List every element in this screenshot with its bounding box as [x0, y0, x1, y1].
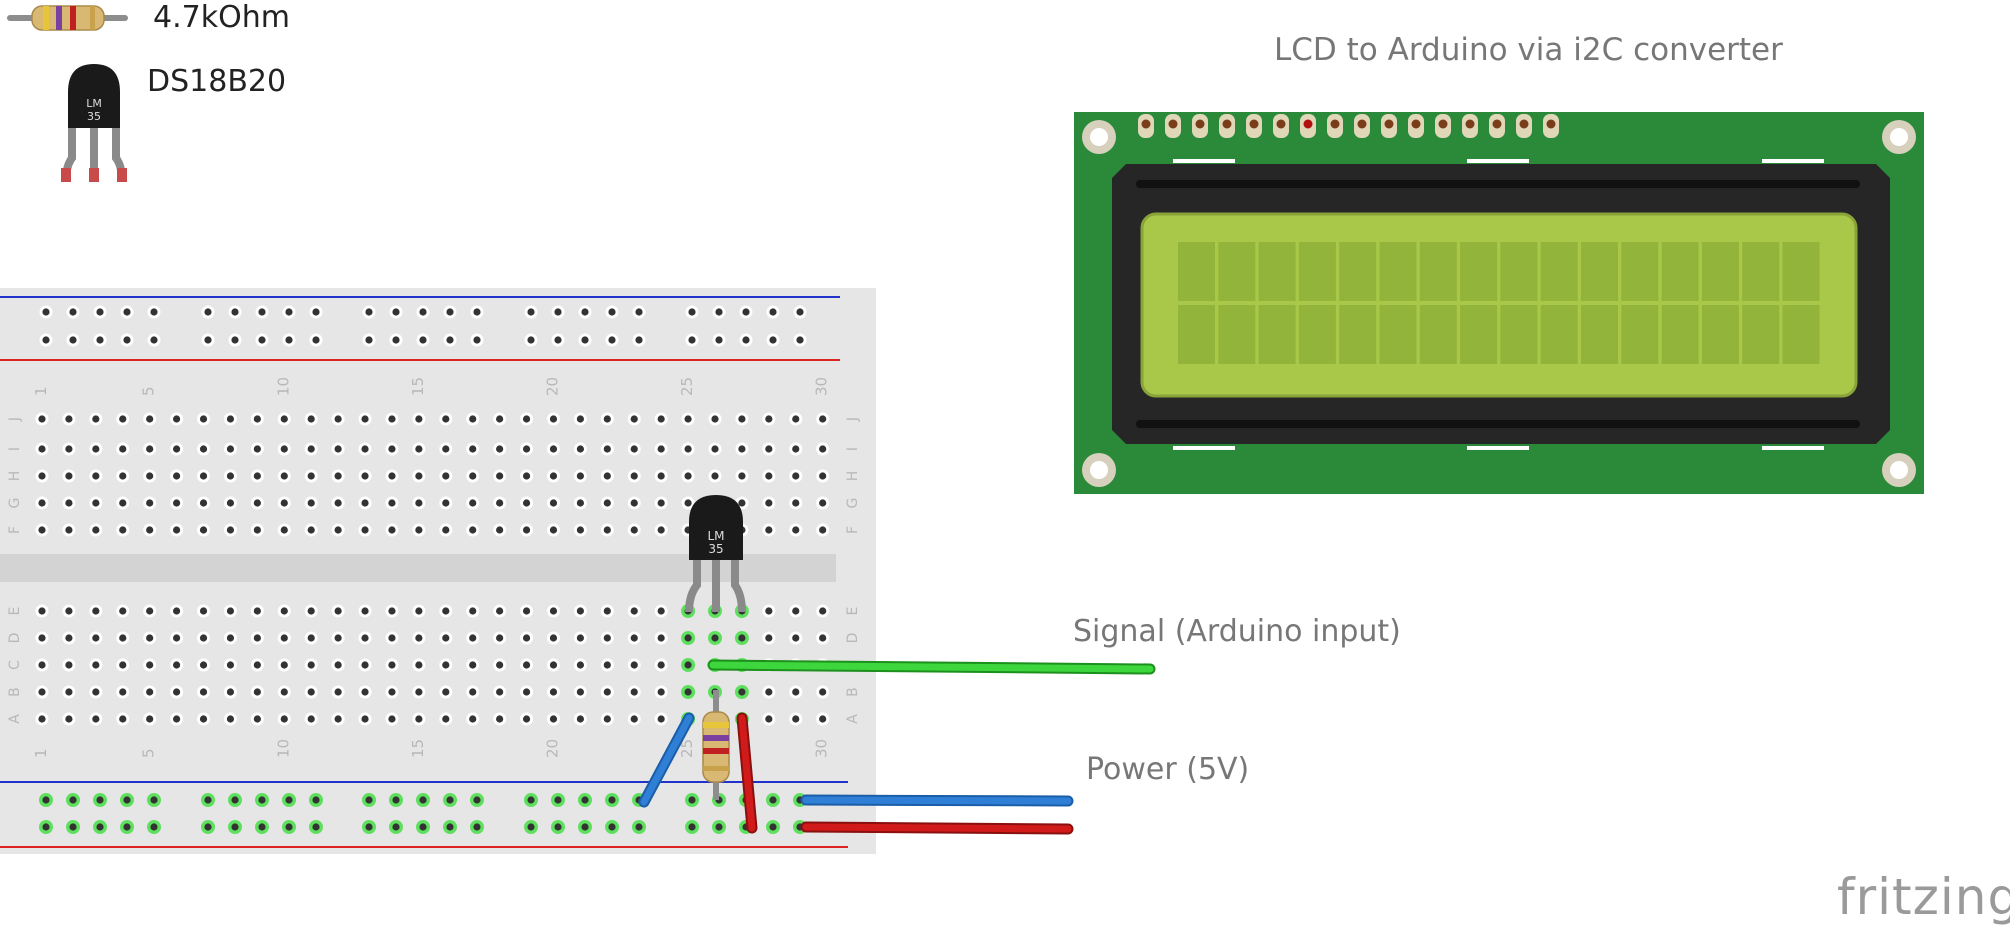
- breadboard-row-letter: E: [7, 607, 23, 616]
- lcd-cell: [1258, 305, 1296, 364]
- breadboard-column-number: 10: [274, 739, 292, 758]
- breadboard-column-number: 20: [543, 377, 561, 396]
- lcd-cell: [1742, 242, 1780, 301]
- breadboard-column-number: 15: [409, 377, 427, 396]
- lcd-cell: [1621, 305, 1659, 364]
- breadboard-column-number: 30: [813, 377, 831, 396]
- breadboard-column-number: 5: [140, 386, 158, 396]
- legend-sensor-label: DS18B20: [147, 64, 287, 99]
- lcd-cell: [1500, 242, 1538, 301]
- breadboard-row-letter: H: [7, 471, 23, 482]
- fritzing-logo-text: fritzing: [1837, 868, 2010, 926]
- breadboard-row-letter: D: [845, 633, 861, 644]
- breadboard-row-letters: JIHGFEDCBAJIHGFEDCBA: [7, 417, 861, 724]
- breadboard-row-letter: I: [845, 447, 861, 451]
- breadboard-row-letter: F: [7, 526, 23, 534]
- breadboard-row-letter: J: [7, 417, 23, 422]
- breadboard-row-letter: I: [7, 447, 23, 451]
- signal-wire-label: Signal (Arduino input): [1073, 614, 1401, 649]
- lcd-cell: [1540, 305, 1578, 364]
- breadboard-column-number: 25: [678, 377, 696, 396]
- lcd-cell: [1218, 242, 1256, 301]
- lcd-cell: [1460, 305, 1498, 364]
- breadboard-row-letter: J: [845, 417, 861, 422]
- breadboard-column-number: 15: [409, 739, 427, 758]
- lcd-cell: [1298, 242, 1336, 301]
- breadboard-column-number: 30: [813, 739, 831, 758]
- lcd-cell: [1701, 305, 1739, 364]
- breadboard-column-number: 20: [543, 739, 561, 758]
- legend-resistor-label: 4.7kOhm: [153, 0, 290, 35]
- lcd-cell: [1661, 242, 1699, 301]
- lcd-cell: [1419, 242, 1457, 301]
- lcd-mount-holes: [1082, 120, 1916, 487]
- lcd-cell: [1419, 305, 1457, 364]
- lcd-cell: [1782, 305, 1820, 364]
- lcd-cell: [1460, 242, 1498, 301]
- lcd-cell: [1258, 242, 1296, 301]
- lcd-cell: [1339, 305, 1377, 364]
- breadboard-column-number: 25: [678, 739, 696, 758]
- lcd-cell: [1540, 242, 1578, 301]
- lcd-cell: [1298, 305, 1336, 364]
- legend-sensor: LM 35: [61, 64, 127, 182]
- lcd-header-pins: [1138, 114, 1559, 138]
- lcd-cell: [1621, 242, 1659, 301]
- lcd-cell: [1500, 305, 1538, 364]
- breadboard-row-letter: C: [7, 660, 23, 670]
- breadboard-row-letter: B: [7, 687, 23, 697]
- wires: [638, 659, 1156, 835]
- breadboard-column-number: 1: [32, 386, 50, 396]
- lcd-title: LCD to Arduino via i2C converter: [1274, 32, 1783, 68]
- breadboard-row-letter: G: [845, 498, 861, 509]
- lcd-cell: [1701, 242, 1739, 301]
- power-wire-label: Power (5V): [1086, 752, 1250, 787]
- legend-sensor-marking-1: LM: [86, 97, 102, 110]
- breadboard-row-letter: G: [7, 498, 23, 509]
- lcd-cell: [1742, 305, 1780, 364]
- breadboard-row-letter: A: [845, 714, 861, 724]
- lcd-cell: [1581, 305, 1618, 364]
- lcd-cell: [1379, 305, 1417, 364]
- lcd-character-cells: [1178, 242, 1820, 364]
- breadboard-row-letter: D: [7, 633, 23, 644]
- breadboard-row-letter: B: [845, 687, 861, 697]
- breadboard-column-number: 5: [140, 748, 158, 758]
- lcd-module: [1074, 112, 1924, 494]
- lcd-cell: [1661, 305, 1699, 364]
- lcd-cell: [1339, 242, 1377, 301]
- breadboard-sensor-marking-1: LM: [707, 529, 724, 543]
- breadboard-resistor[interactable]: [702, 690, 730, 800]
- breadboard-column-number: 1: [32, 748, 50, 758]
- breadboard-row-letter: F: [845, 526, 861, 534]
- lcd-cell: [1178, 305, 1215, 364]
- breadboard-row-letter: H: [845, 471, 861, 482]
- lcd-cell: [1218, 305, 1256, 364]
- lcd-cell: [1782, 242, 1820, 301]
- legend-resistor: [7, 5, 128, 31]
- lcd-cell: [1178, 242, 1215, 301]
- breadboard-sensor[interactable]: LM 35: [685, 495, 746, 613]
- breadboard-row-letter: A: [7, 714, 23, 724]
- breadboard-sensor-marking-2: 35: [708, 542, 723, 556]
- lcd-cell: [1581, 242, 1618, 301]
- breadboard-column-number: 10: [274, 377, 292, 396]
- lcd-cell: [1379, 242, 1417, 301]
- breadboard-row-letter: E: [845, 607, 861, 616]
- legend-sensor-marking-2: 35: [87, 110, 101, 123]
